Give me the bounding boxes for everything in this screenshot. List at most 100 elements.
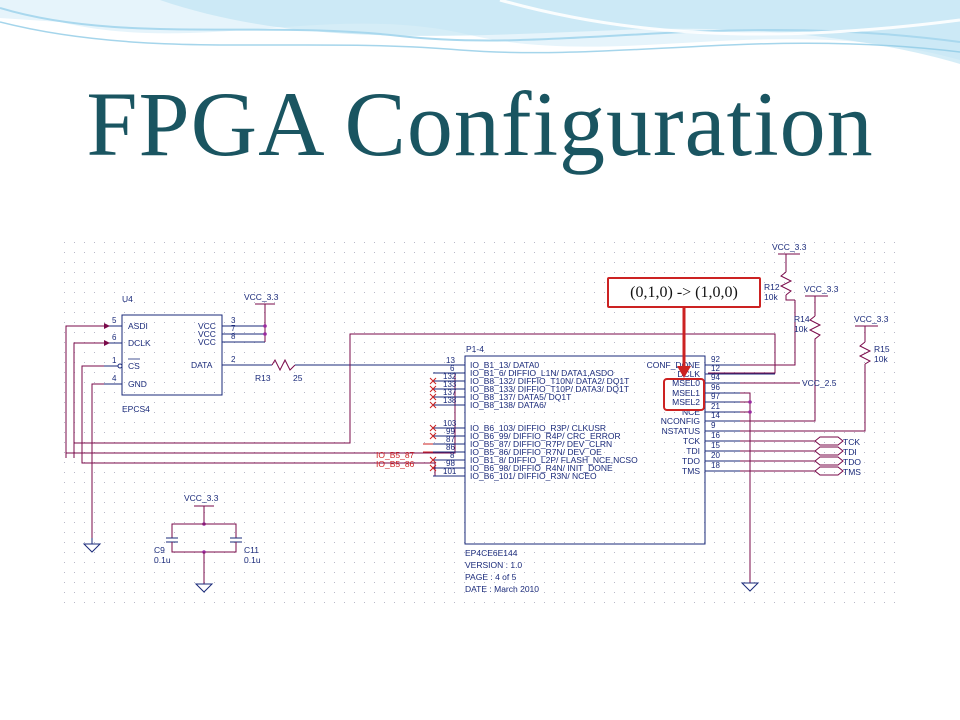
fpga-date: DATE : March 2010: [465, 584, 539, 594]
fpga-pin-name: IO_B1_6/ DIFFIO_L1N/ DATA1,ASDO: [470, 368, 614, 378]
fpga-pin-name: IO_B8_137/ DATA5/ DQ1T: [470, 392, 571, 402]
fpga-pin-num: 98: [446, 459, 455, 468]
fpga-pin-num: 92: [711, 355, 720, 364]
net-label: IO_B5_86: [376, 459, 415, 469]
fpga-pin-name: NCONFIG: [661, 416, 700, 426]
fpga-pin-name: IO_B1_13/ DATA0: [470, 360, 539, 370]
fpga-pin-num: 12: [711, 364, 720, 373]
fpga-pin-num: 96: [711, 383, 720, 392]
fpga-pin-name: IO_B5_86/ DIFFIO_R7N/ DEV_OE: [470, 447, 602, 457]
pullup-vcc-label: VCC_3.3: [804, 284, 839, 294]
fpga-pin-num: 6: [450, 364, 455, 373]
eeprom-pin-name: GND: [128, 379, 147, 389]
fpga-pin-num: 87: [446, 435, 455, 444]
eeprom-pin-num: 8: [231, 332, 236, 341]
jtag-ports: TCK TDI TDO TMS: [740, 436, 861, 477]
fpga-pin-num: 8: [450, 451, 455, 460]
callout-arrow: [677, 308, 691, 378]
eeprom-pin-num: 2: [231, 355, 236, 364]
fpga-pin-num: 16: [711, 431, 720, 440]
fpga-pin-num: 132: [443, 372, 457, 381]
fpga-pin-name: MSEL0: [672, 378, 700, 388]
fpga-pin-name: NSTATUS: [662, 426, 701, 436]
eeprom-pin-num: 3: [231, 316, 236, 325]
net-label: IO_B5_87: [376, 450, 415, 460]
fpga-pin-name: IO_B1_8/ DIFFIO_L2P/ FLASH_NCE,NCSO: [470, 455, 638, 465]
fpga-pin-name: IO_B6_103/ DIFFIO_R3P/ CLKUSR: [470, 423, 606, 433]
fpga-pin-num: 133: [443, 380, 457, 389]
fpga-pin-num: 15: [711, 441, 720, 450]
fpga-pin-name: TDO: [682, 456, 700, 466]
fpga-version: VERSION : 1.0: [465, 560, 522, 570]
fpga-pin-name: CONF_DONE: [647, 360, 701, 370]
pullup-ref: R12: [764, 282, 780, 292]
fpga-pin-num: 9: [711, 421, 716, 430]
pullup-ref: R15: [874, 344, 890, 354]
c9-ref: C9: [154, 545, 165, 555]
fpga-ref: P1-4: [466, 344, 484, 354]
fpga-pin-num: 13: [446, 356, 455, 365]
fpga-pin-name: TDI: [686, 446, 700, 456]
eeprom-part: EPCS4: [122, 404, 150, 414]
fpga-pin-name: IO_B5_87/ DIFFIO_R7P/ DEV_CLRN: [470, 439, 612, 449]
ground-symbol: [740, 582, 760, 592]
eeprom-ref: U4: [122, 294, 133, 304]
eeprom-pin-num: 7: [231, 324, 236, 333]
pullup-vcc-label: VCC_3.3: [772, 242, 807, 252]
eeprom-pin-name: CS: [128, 361, 140, 371]
fpga-pin-num: 20: [711, 451, 720, 460]
eeprom-pin-num: 6: [112, 333, 117, 342]
decoupling-caps: VCC_3.3 C9 0.1u C11 0.1u: [154, 493, 261, 593]
eeprom-pin-name: VCC: [198, 321, 216, 331]
c9-value: 0.1u: [154, 555, 171, 565]
fpga-pin-name: IO_B8_138/ DATA6/: [470, 400, 547, 410]
jtag-port-label: TDI: [843, 447, 857, 457]
fpga-pin-num: 21: [711, 402, 720, 411]
jtag-port-label: TMS: [843, 467, 861, 477]
fpga-page: PAGE : 4 of 5: [465, 572, 517, 582]
fpga-pin-name: DCLK: [677, 369, 700, 379]
fpga-pin-name: TMS: [682, 466, 700, 476]
eeprom-pin-name: DCLK: [128, 338, 151, 348]
pullup-value: 10k: [874, 354, 888, 364]
eeprom-pin-name: DATA: [191, 360, 213, 370]
pullup-vcc-label: VCC_3.3: [854, 314, 889, 324]
eeprom-pin-num: 4: [112, 374, 117, 383]
jtag-port-label: TCK: [843, 437, 860, 447]
fpga-pin-name: TCK: [683, 436, 700, 446]
fpga-pin-num: 138: [443, 396, 457, 405]
c11-ref: C11: [244, 545, 259, 555]
fpga-pin-name: NCE: [682, 407, 700, 417]
pullup-value: 10k: [794, 324, 808, 334]
right-wiring: [740, 300, 866, 583]
ground-symbol: [82, 538, 102, 553]
pullup-value: 10k: [764, 292, 778, 302]
eeprom-pin-name: ASDI: [128, 321, 148, 331]
fpga-pin-num: 99: [446, 427, 455, 436]
fpga-pin-name: IO_B6_99/ DIFFIO_R4P/ CRC_ERROR: [470, 431, 621, 441]
c11-value: 0.1u: [244, 555, 261, 565]
fpga-pin-num: 97: [711, 392, 720, 401]
pullup-r12: VCC_3.3 R12 10k: [764, 242, 807, 302]
fpga-pin-num: 18: [711, 461, 720, 470]
jtag-port-label: TDO: [843, 457, 861, 467]
fpga-pin-num: 103: [443, 419, 457, 428]
r13-ref: R13: [255, 373, 271, 383]
fpga-pin-num: 94: [711, 373, 720, 382]
pullup-r15: VCC_3.3 R15 10k: [854, 314, 890, 365]
fpga-pin-name: IO_B8_133/ DIFFIO_T10P/ DATA3/ DQ1T: [470, 384, 629, 394]
fpga-pin-num: 86: [446, 443, 455, 452]
caps-vcc-label: VCC_3.3: [184, 493, 219, 503]
schematic-diagram: U4 EPCS4 5 6 1 4 ASDI DCLK CS GND VCC VC…: [60, 238, 900, 610]
eeprom-vcc-label: VCC_3.3: [244, 292, 279, 302]
pullup-ref: R14: [794, 314, 810, 324]
no-connect-marks: [429, 377, 437, 472]
eeprom-pin-num: 5: [112, 316, 117, 325]
fpga-pin-name: MSEL1: [672, 388, 700, 398]
eeprom-pin-num: 1: [112, 356, 117, 365]
fpga-pin-name: MSEL2: [672, 397, 700, 407]
eeprom-pin-name: VCC: [198, 337, 216, 347]
slide-title: FPGA Configuration: [86, 73, 874, 175]
eeprom-pin-name: VCC: [198, 329, 216, 339]
